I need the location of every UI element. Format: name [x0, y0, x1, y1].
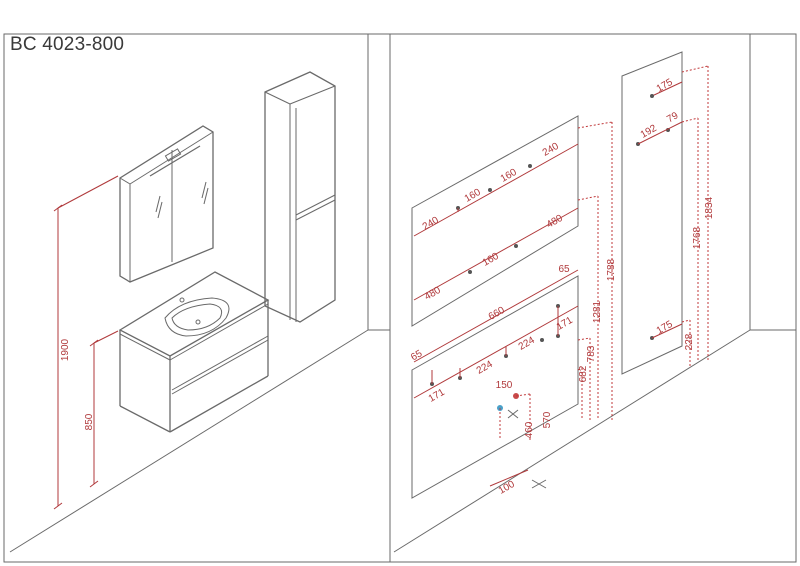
dim-1281: 1281 [592, 300, 603, 323]
vanity-dimensions [413, 269, 591, 489]
dim-vanity-224-b: 224 [517, 335, 537, 353]
dim-228: 228 [684, 333, 695, 350]
dim-pipe-150: 150 [496, 380, 513, 391]
dim-1768: 1768 [692, 226, 703, 249]
page-title: BC 4023-800 [10, 34, 125, 55]
dim-850: 850 [84, 413, 95, 430]
dim-vanity-224-a: 224 [475, 359, 495, 377]
dim-vanity-65-left: 65 [409, 348, 425, 363]
left-dimension-1900 [53, 175, 119, 510]
dim-col-79: 79 [665, 110, 681, 125]
vanity-outline [411, 275, 579, 499]
dim-mirror-480-left: 480 [423, 285, 443, 303]
column-dimensions [636, 65, 709, 366]
dim-mirror-240-left: 240 [421, 215, 441, 233]
dim-460: 460 [524, 421, 535, 438]
tall-column [264, 71, 336, 323]
right-room [393, 34, 796, 553]
dim-vanity-660: 660 [487, 305, 507, 323]
column-outline [621, 51, 683, 375]
dim-mirror-160-b: 160 [499, 167, 519, 185]
dim-783: 783 [586, 345, 597, 362]
dim-mirror-240-right: 240 [541, 141, 561, 159]
dim-mirror-480-right: 480 [545, 213, 565, 231]
mirror-cabinet [119, 125, 214, 283]
dim-col-175-top: 175 [655, 77, 675, 95]
dim-1900: 1900 [60, 338, 71, 361]
dim-570: 570 [542, 411, 553, 428]
vanity-unit [118, 271, 270, 433]
mirror-dimensions [413, 121, 613, 420]
dim-col-192: 192 [639, 123, 659, 141]
dim-mirror-160-a: 160 [463, 187, 483, 205]
outer-frame [3, 33, 797, 563]
left-dimension-850 [89, 330, 119, 488]
mirror-outline [411, 115, 579, 327]
left-room [3, 34, 390, 553]
dim-1788: 1788 [606, 258, 617, 281]
dim-col-175-bottom: 175 [655, 319, 675, 337]
dim-682: 682 [578, 365, 589, 382]
dim-vanity-65-top: 65 [558, 264, 570, 275]
dim-1834: 1834 [704, 196, 715, 219]
